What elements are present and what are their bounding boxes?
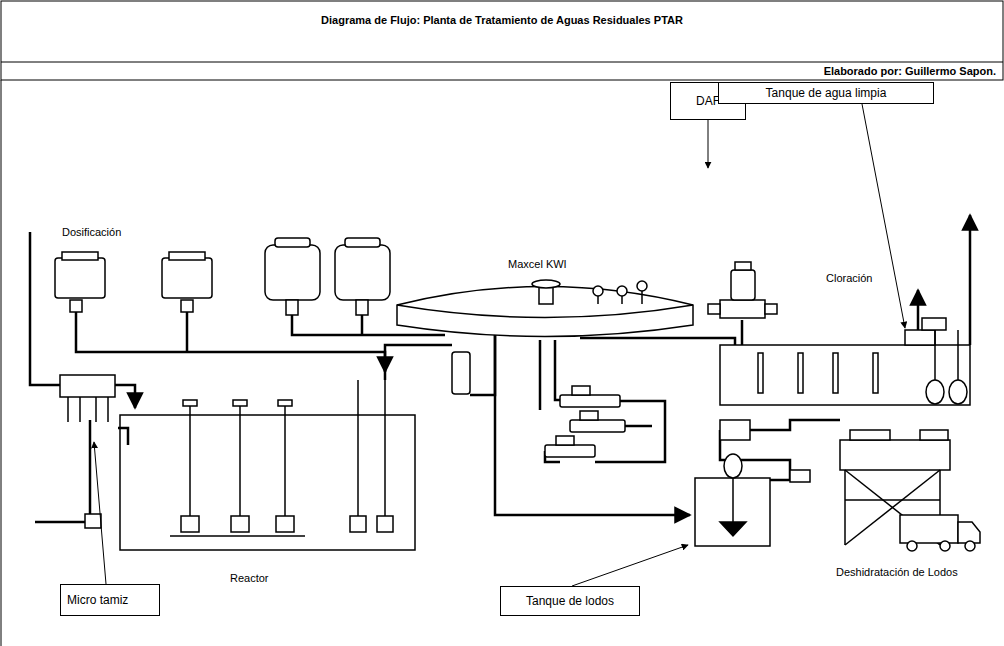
- callout-text: Tanque de lodos: [526, 594, 614, 608]
- sludge-equipment: [695, 420, 980, 551]
- part-label: Dosificación: [62, 226, 121, 238]
- callout-leaders: [94, 104, 905, 586]
- callout-text: DAF: [696, 94, 720, 108]
- callout-box: Micro tamiz: [60, 584, 160, 616]
- part-label: Cloración: [826, 272, 872, 284]
- chlorination-unit: [708, 262, 970, 405]
- reactor-tank: [120, 380, 415, 550]
- daf-unit: [397, 280, 693, 457]
- part-label: Reactor: [230, 572, 269, 584]
- author-note: Elaborado por: Guillermo Sapon.: [824, 65, 996, 77]
- micro-screen: [60, 375, 115, 528]
- part-label: Maxcel KWI: [508, 258, 567, 270]
- callout-text: Tanque de agua limpia: [766, 86, 887, 100]
- callout-box: Tanque de agua limpia: [718, 82, 934, 104]
- callout-box: Tanque de lodos: [500, 586, 640, 616]
- callout-text: Micro tamiz: [67, 593, 128, 607]
- diagram-title: Diagrama de Flujo: Planta de Tratamiento…: [0, 14, 1004, 26]
- dosing-tanks: [55, 238, 390, 315]
- part-label: Deshidratación de Lodos: [836, 566, 958, 578]
- pipes: [30, 215, 970, 522]
